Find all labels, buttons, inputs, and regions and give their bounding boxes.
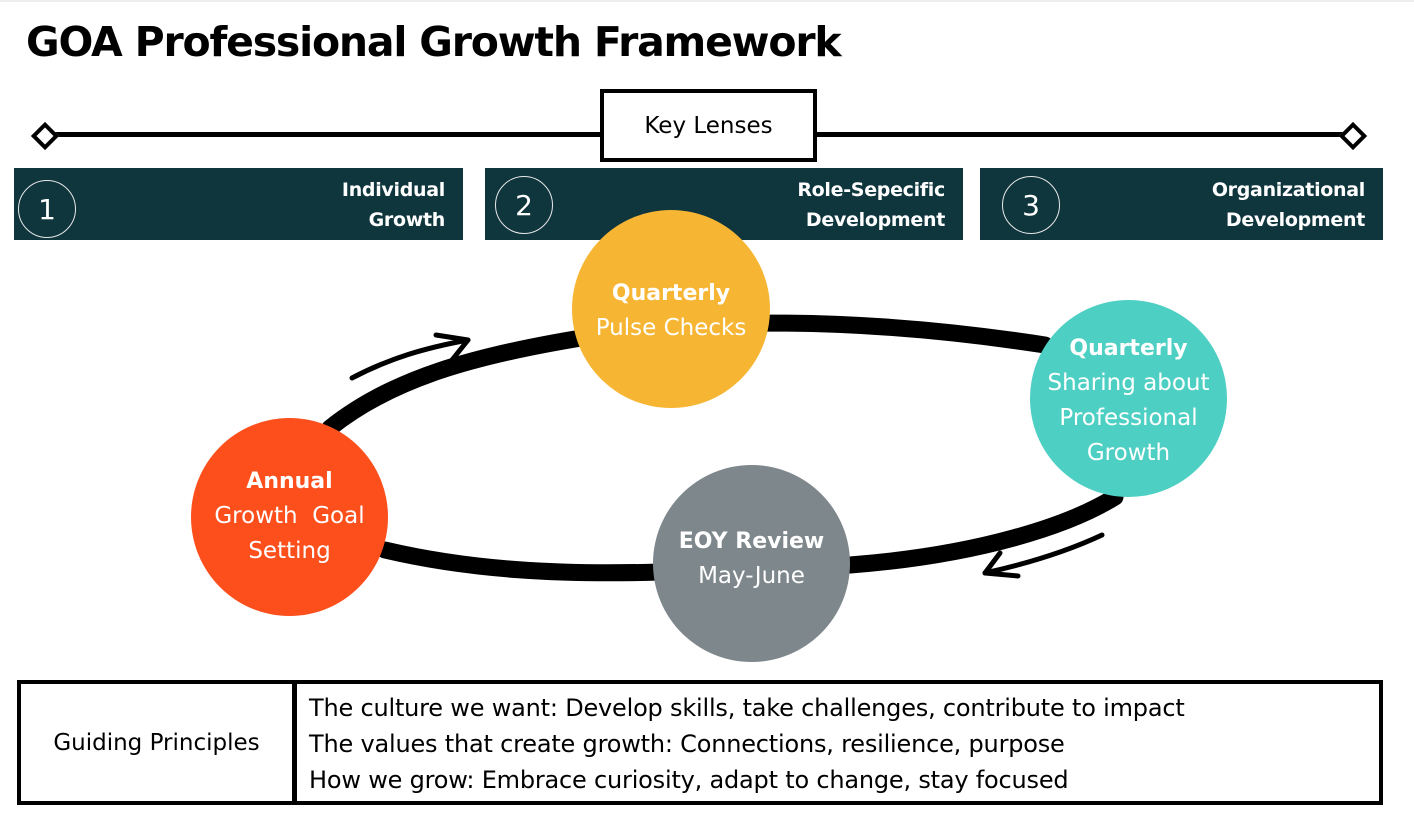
- guiding-principles-label: Guiding Principles: [21, 684, 297, 801]
- guiding-principles-list: The culture we want: Develop skills, tak…: [297, 684, 1185, 801]
- lens-label-line1: Organizational: [1211, 179, 1365, 201]
- page-title: GOA Professional Growth Framework: [26, 18, 842, 66]
- node-text: Professional: [1059, 405, 1198, 431]
- lens-label-line2: Development: [1225, 209, 1365, 231]
- node-text: Pulse Checks: [595, 315, 747, 341]
- lens-number-badge: 3: [1002, 176, 1060, 234]
- cycle-arrow-bottom-icon: [982, 532, 1105, 579]
- node-text: Growth Goal: [214, 503, 365, 529]
- node-title: Quarterly: [1069, 336, 1188, 361]
- lens-label-line2: Development: [805, 209, 945, 231]
- node-title: Quarterly: [611, 281, 731, 306]
- cycle-node-quarterly-sharing: Quarterly Sharing about Professional Gro…: [1030, 300, 1227, 497]
- principle-item: The culture we want: Develop skills, tak…: [309, 694, 1185, 722]
- node-text: Growth: [1086, 440, 1171, 466]
- principle-item: How we grow: Embrace curiosity, adapt to…: [309, 766, 1069, 794]
- lens-label-line1: Individual: [341, 179, 445, 201]
- lens-role-specific-development: 2 Role-Sepecific Development: [485, 168, 963, 240]
- lens-label: Organizational Development: [1212, 175, 1365, 235]
- lens-label-line1: Role-Sepecific: [797, 179, 945, 201]
- lens-number-badge: 2: [495, 176, 553, 234]
- principle-item: The values that create growth: Connectio…: [309, 730, 1065, 758]
- cycle-arrow-top-icon: [349, 332, 471, 381]
- cycle-node-annual-goal-setting: Annual Growth Goal Setting: [191, 418, 388, 616]
- lens-number-badge: 1: [18, 180, 76, 238]
- cycle-node-eoy-review: EOY Review May-June: [653, 465, 850, 662]
- lens-label: Role-Sepecific Development: [797, 175, 945, 235]
- node-title: Annual: [246, 469, 333, 494]
- cycle-node-quarterly-pulse-checks: Quarterly Pulse Checks: [572, 210, 770, 408]
- lens-label: Individual Growth: [342, 175, 445, 235]
- node-text: Setting: [248, 538, 331, 564]
- guiding-principles-table: Guiding Principles The culture we want: …: [17, 680, 1383, 805]
- lens-organizational-development: 3 Organizational Development: [980, 168, 1383, 240]
- node-text: May-June: [698, 563, 805, 589]
- node-text: Sharing about: [1047, 370, 1210, 396]
- key-lenses-label: Key Lenses: [600, 89, 817, 162]
- node-title: EOY Review: [678, 529, 825, 554]
- lens-individual-growth: 1 Individual Growth: [14, 168, 463, 240]
- top-border: [0, 0, 1414, 2]
- lens-label-line2: Growth: [368, 209, 446, 231]
